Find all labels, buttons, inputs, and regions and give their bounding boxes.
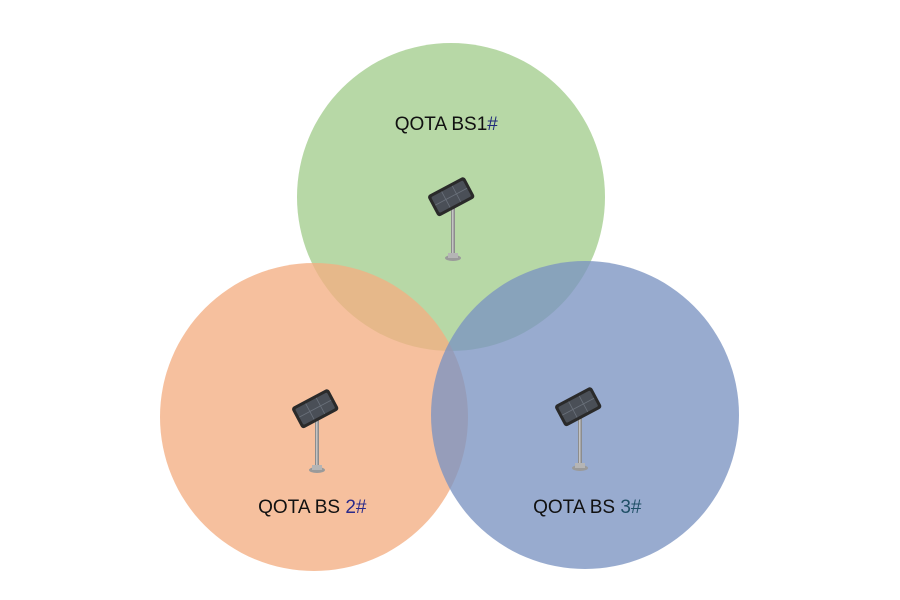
bs1-label: QOTA BS1# xyxy=(368,114,513,135)
bs2-label: QOTA BS 2# xyxy=(232,497,383,518)
bs3-number: 3# xyxy=(620,497,642,518)
bs3-name: QOTA BS xyxy=(533,497,620,518)
bs2-name: QOTA BS xyxy=(258,497,345,518)
bs3-label: QOTA BS 3# xyxy=(507,497,658,518)
bs1-number: # xyxy=(487,114,498,135)
bs1-name: QOTA BS1 xyxy=(395,114,488,135)
bs2-number: 2# xyxy=(345,497,367,518)
